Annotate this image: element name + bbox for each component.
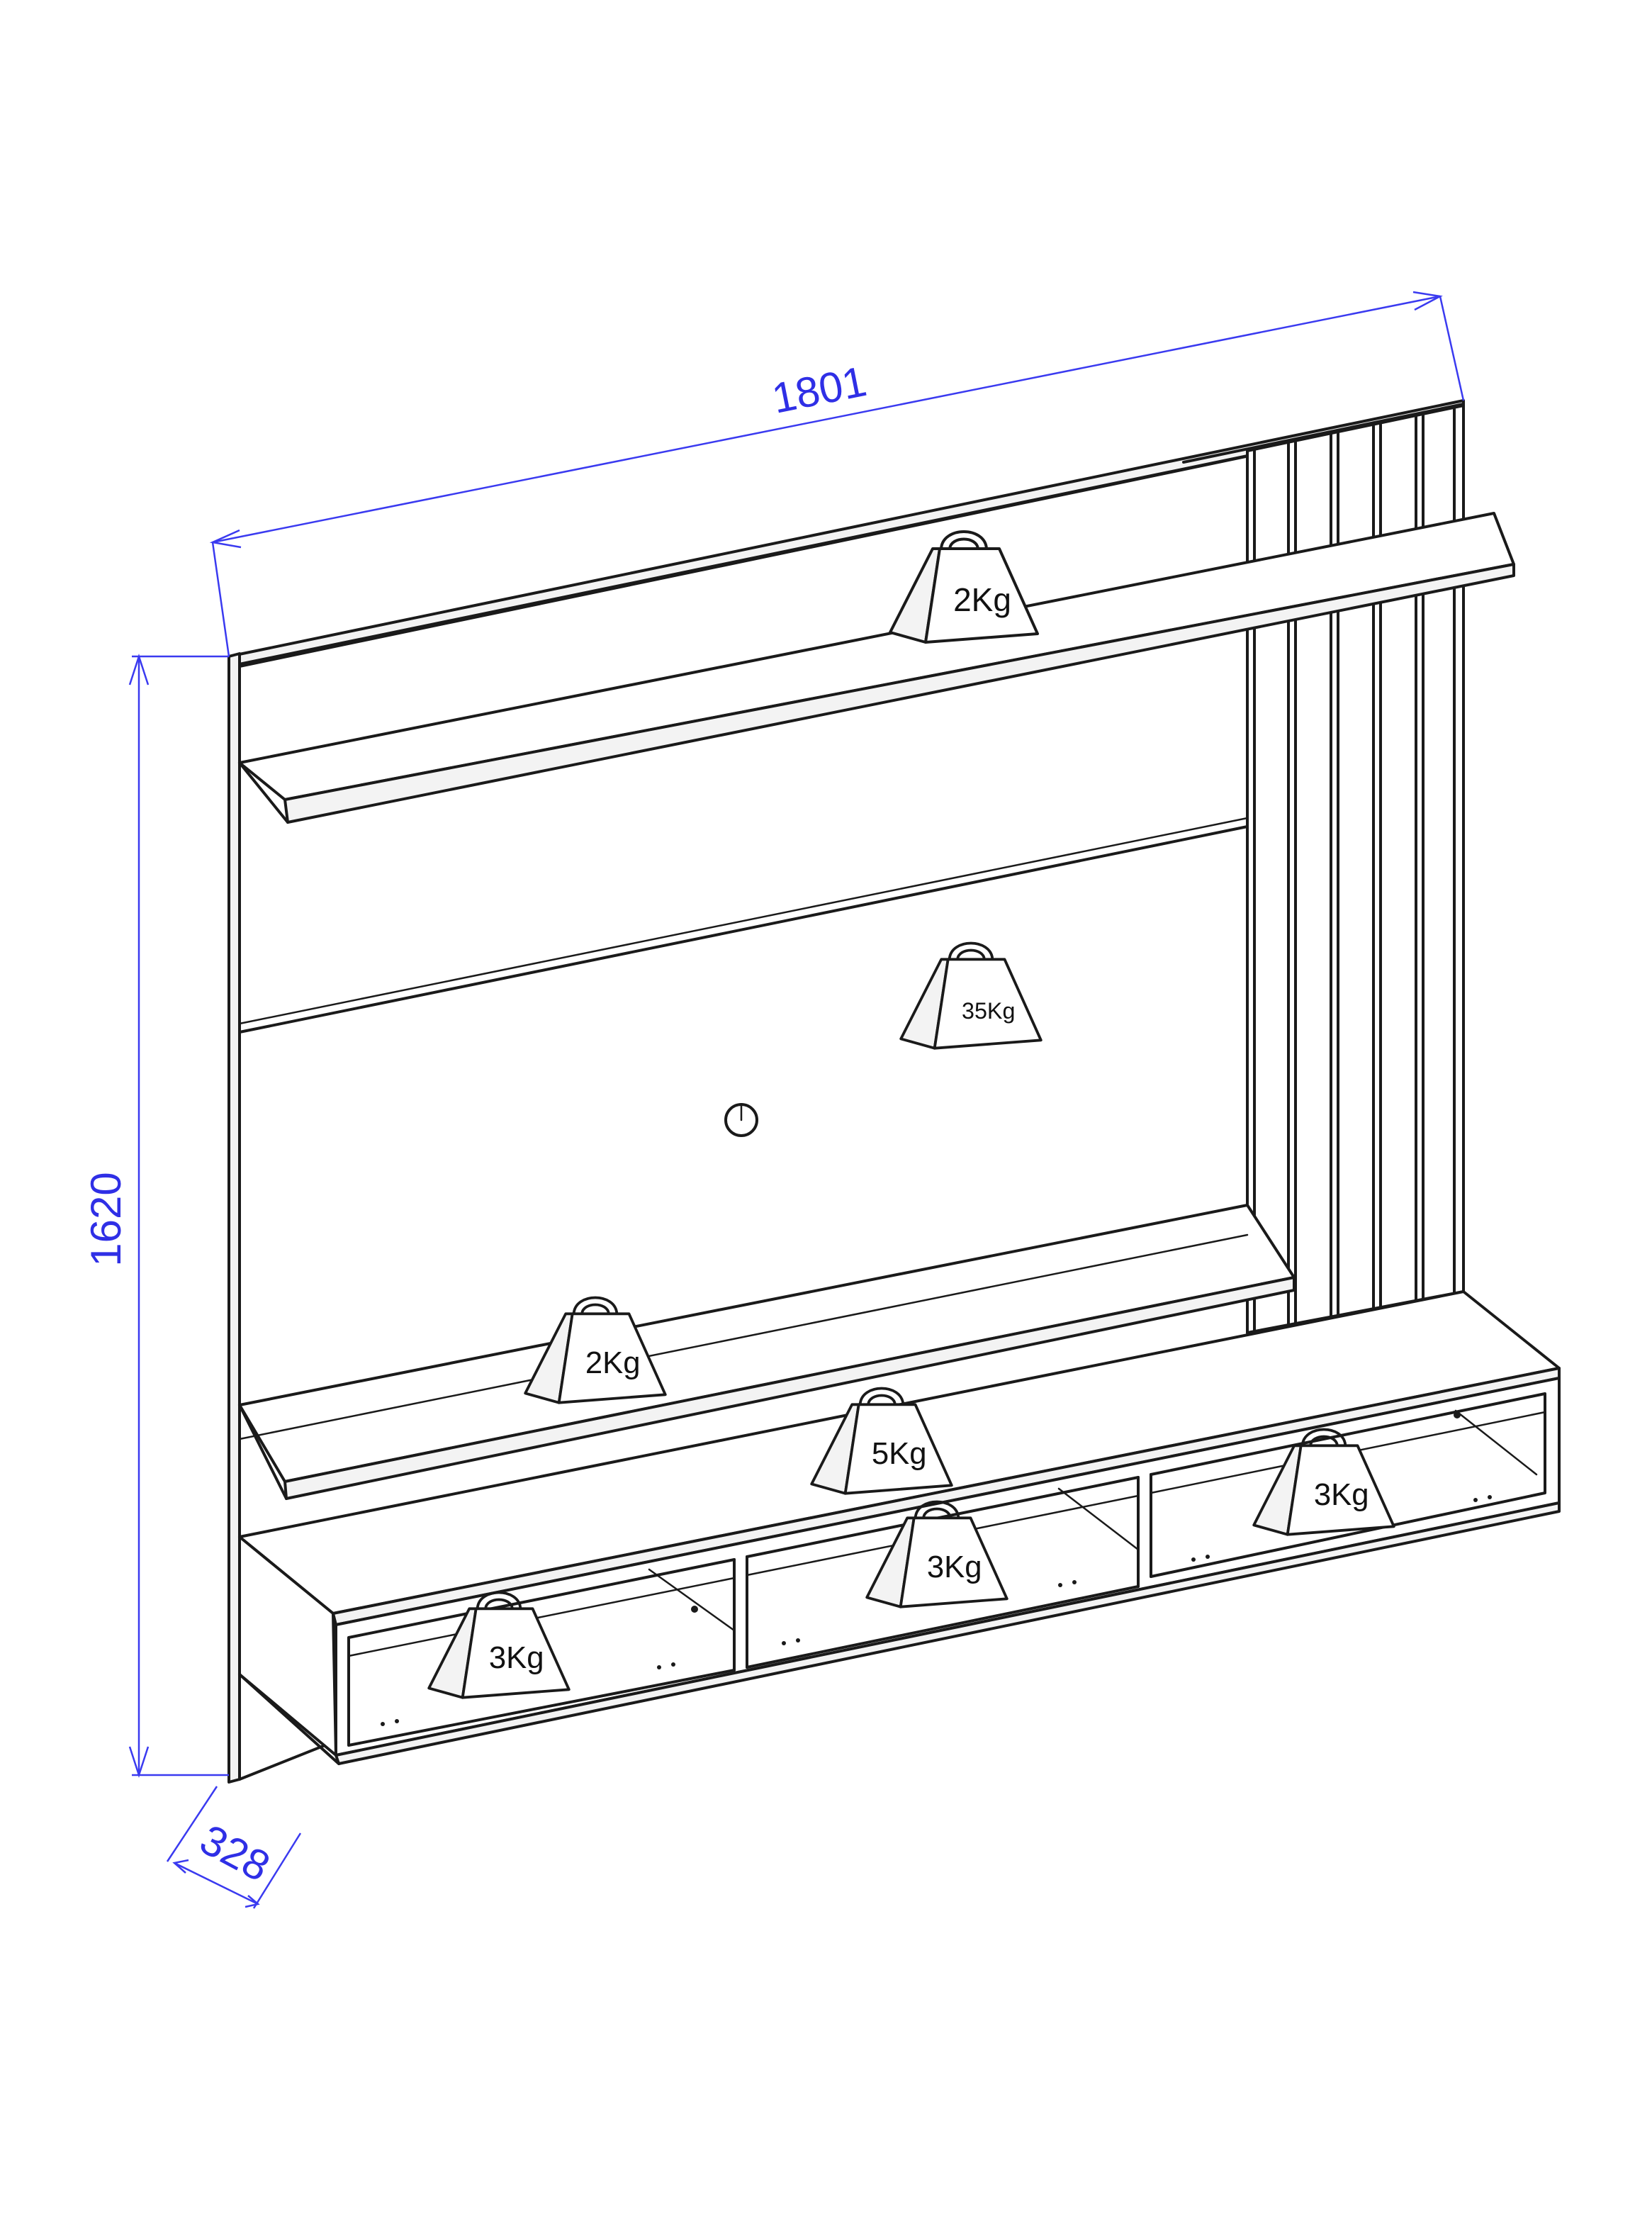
weight-icon [1286, 1444, 1395, 1536]
weight-handle-icon [940, 530, 988, 549]
weight-icons: 2Kg 35Kg 2Kg 5Kg 3Kg 3Kg 3Kg [427, 530, 1395, 1699]
weight-label: 5Kg [872, 1436, 927, 1471]
weight-label: 3Kg [927, 1550, 982, 1584]
weight-niche-right: 3Kg [1252, 1428, 1395, 1536]
weight-handle-icon [858, 1387, 905, 1405]
weight-icon [461, 1607, 571, 1699]
weight-handle-icon [914, 1500, 960, 1518]
weight-top-shelf: 2Kg [889, 530, 1039, 644]
weight-label: 3Kg [1314, 1477, 1369, 1512]
weight-label: 35Kg [962, 998, 1015, 1024]
weight-niche-center: 3Kg [865, 1500, 1008, 1608]
dimension-height: 1620 [82, 653, 229, 1779]
weight-rack-top: 5Kg [810, 1387, 953, 1495]
width-label: 1801 [768, 357, 870, 422]
panel-groove-line [238, 825, 1249, 1034]
depth-label: 328 [193, 1815, 278, 1891]
weight-icon [899, 1516, 1008, 1608]
weight-tv-panel: 35Kg [899, 941, 1043, 1050]
weight-niche-left: 3Kg [427, 1591, 571, 1699]
weight-label: 2Kg [585, 1345, 641, 1380]
weight-middle-shelf: 2Kg [524, 1296, 667, 1404]
weight-label: 2Kg [953, 581, 1011, 618]
weight-handle-icon [948, 941, 994, 960]
weight-label: 3Kg [489, 1640, 544, 1675]
panel-left-edge [227, 652, 241, 1784]
top-shelf [238, 512, 1515, 824]
weight-icon [933, 958, 1043, 1050]
height-label: 1620 [82, 1172, 130, 1266]
weight-handle-icon [476, 1591, 522, 1609]
weight-handle-icon [572, 1296, 619, 1314]
middle-shelf [238, 1204, 1296, 1500]
dimension-depth: 328 [166, 1786, 302, 1909]
weight-icon [557, 1312, 667, 1404]
weight-icon [843, 1403, 953, 1495]
weight-icon [924, 547, 1039, 644]
weight-handle-icon [1300, 1428, 1347, 1446]
